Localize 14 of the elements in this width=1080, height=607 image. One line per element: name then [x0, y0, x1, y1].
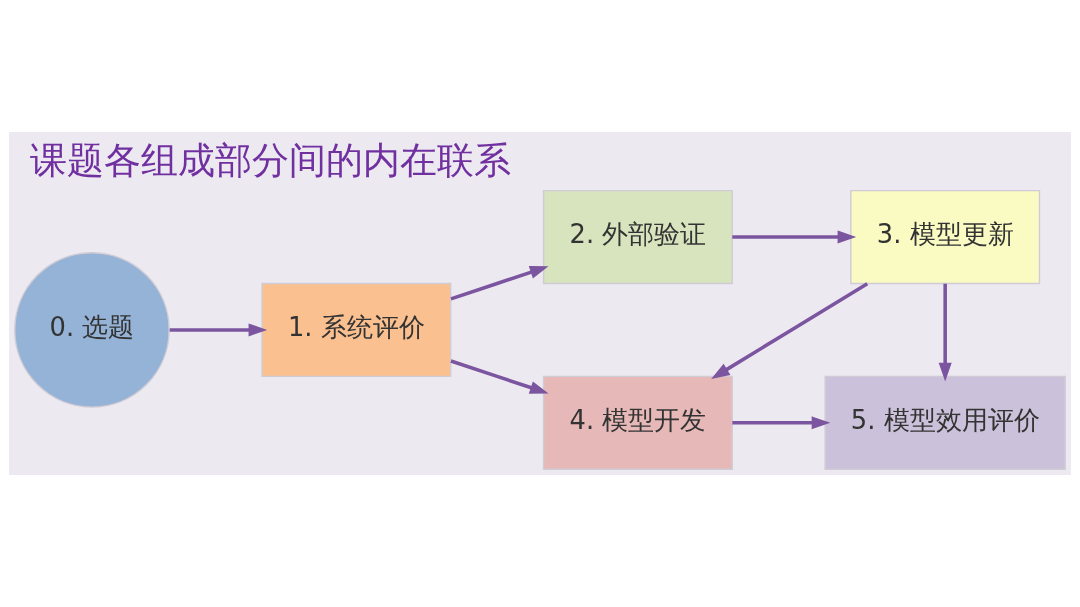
- arrow: [732, 230, 857, 244]
- node-circle: 0. 选题: [14, 252, 170, 408]
- arrow: [450, 266, 549, 301]
- diagram-title: 课题各组成部分间的内在联系: [30, 139, 512, 183]
- arrow: [711, 282, 869, 379]
- node-box: 2. 外部验证: [542, 189, 733, 285]
- arrow: [169, 323, 268, 337]
- arrow: [450, 359, 549, 394]
- arrow: [938, 283, 952, 382]
- arrow: [732, 416, 831, 430]
- node-box: 1. 系统评价: [261, 282, 452, 378]
- node-box: 5. 模型效用评价: [824, 375, 1066, 470]
- node-box: 3. 模型更新: [850, 189, 1041, 285]
- node-box: 4. 模型开发: [542, 375, 733, 470]
